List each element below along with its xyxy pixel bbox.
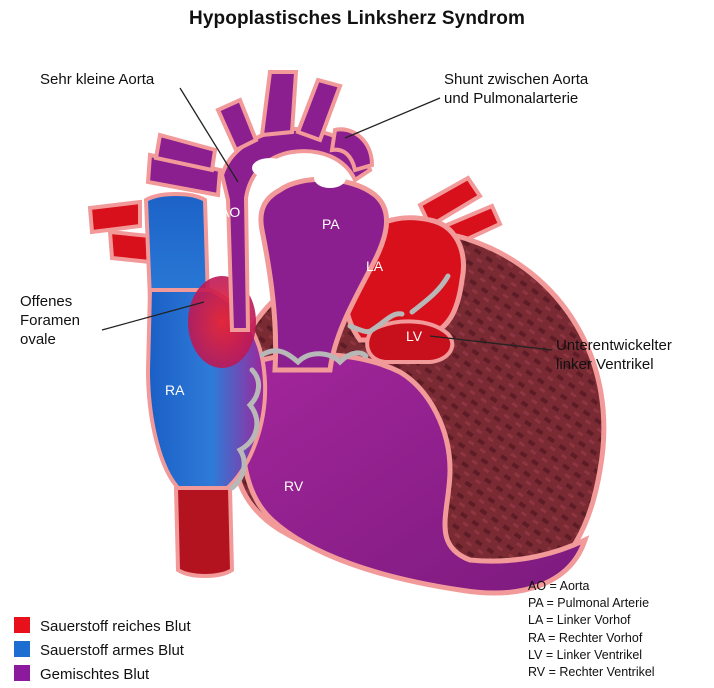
chamber-label-pa: PA (322, 216, 340, 232)
legend-label: Sauerstoff armes Blut (40, 642, 184, 659)
superior-vena-cava (146, 194, 208, 300)
label-lv-line1: Unterentwickelter (556, 336, 672, 355)
label-small-aorta: Sehr kleine Aorta (40, 70, 154, 89)
shunt-opening (314, 168, 346, 188)
arch-opening (252, 158, 288, 178)
label-shunt: Shunt zwischen Aorta und Pulmonalarterie (444, 70, 588, 108)
label-shunt-line1: Shunt zwischen Aorta (444, 70, 588, 89)
pulmonary-veins-left (90, 202, 150, 262)
abbreviation-item: RA = Rechter Vorhof (528, 630, 655, 647)
inferior-vena-cava (176, 488, 232, 576)
label-underdeveloped-lv: Unterentwickelter linker Ventrikel (556, 336, 672, 374)
legend-item-oxygen-rich: Sauerstoff reiches Blut (14, 617, 191, 636)
label-foramen-line2: Foramen (20, 311, 80, 330)
chamber-label-la: LA (366, 258, 383, 274)
abbreviation-item: LV = Linker Ventrikel (528, 647, 655, 664)
legend-item-oxygen-poor: Sauerstoff armes Blut (14, 641, 184, 660)
chamber-label-ao: AO (220, 204, 240, 220)
chamber-label-lv: LV (406, 328, 422, 344)
abbreviation-item: PA = Pulmonal Arterie (528, 595, 655, 612)
chamber-label-ra: RA (165, 382, 184, 398)
abbreviation-item: LA = Linker Vorhof (528, 612, 655, 629)
legend-swatch-blue (14, 641, 30, 657)
label-foramen-ovale: Offenes Foramen ovale (20, 292, 80, 349)
abbreviation-item: AO = Aorta (528, 578, 655, 595)
legend-label: Sauerstoff reiches Blut (40, 618, 191, 635)
label-lv-line2: linker Ventrikel (556, 355, 672, 374)
legend-swatch-red (14, 617, 30, 633)
pulmonary-artery-left-branches (148, 135, 220, 195)
legend-label: Gemischtes Blut (40, 666, 149, 683)
legend-swatch-purple (14, 665, 30, 681)
label-foramen-line1: Offenes (20, 292, 80, 311)
legend-item-mixed: Gemischtes Blut (14, 665, 149, 684)
abbreviation-list: AO = Aorta PA = Pulmonal Arterie LA = Li… (528, 578, 655, 681)
abbreviation-item: RV = Rechter Ventrikel (528, 664, 655, 681)
chamber-label-rv: RV (284, 478, 303, 494)
label-foramen-line3: ovale (20, 330, 80, 349)
label-shunt-line2: und Pulmonalarterie (444, 89, 588, 108)
